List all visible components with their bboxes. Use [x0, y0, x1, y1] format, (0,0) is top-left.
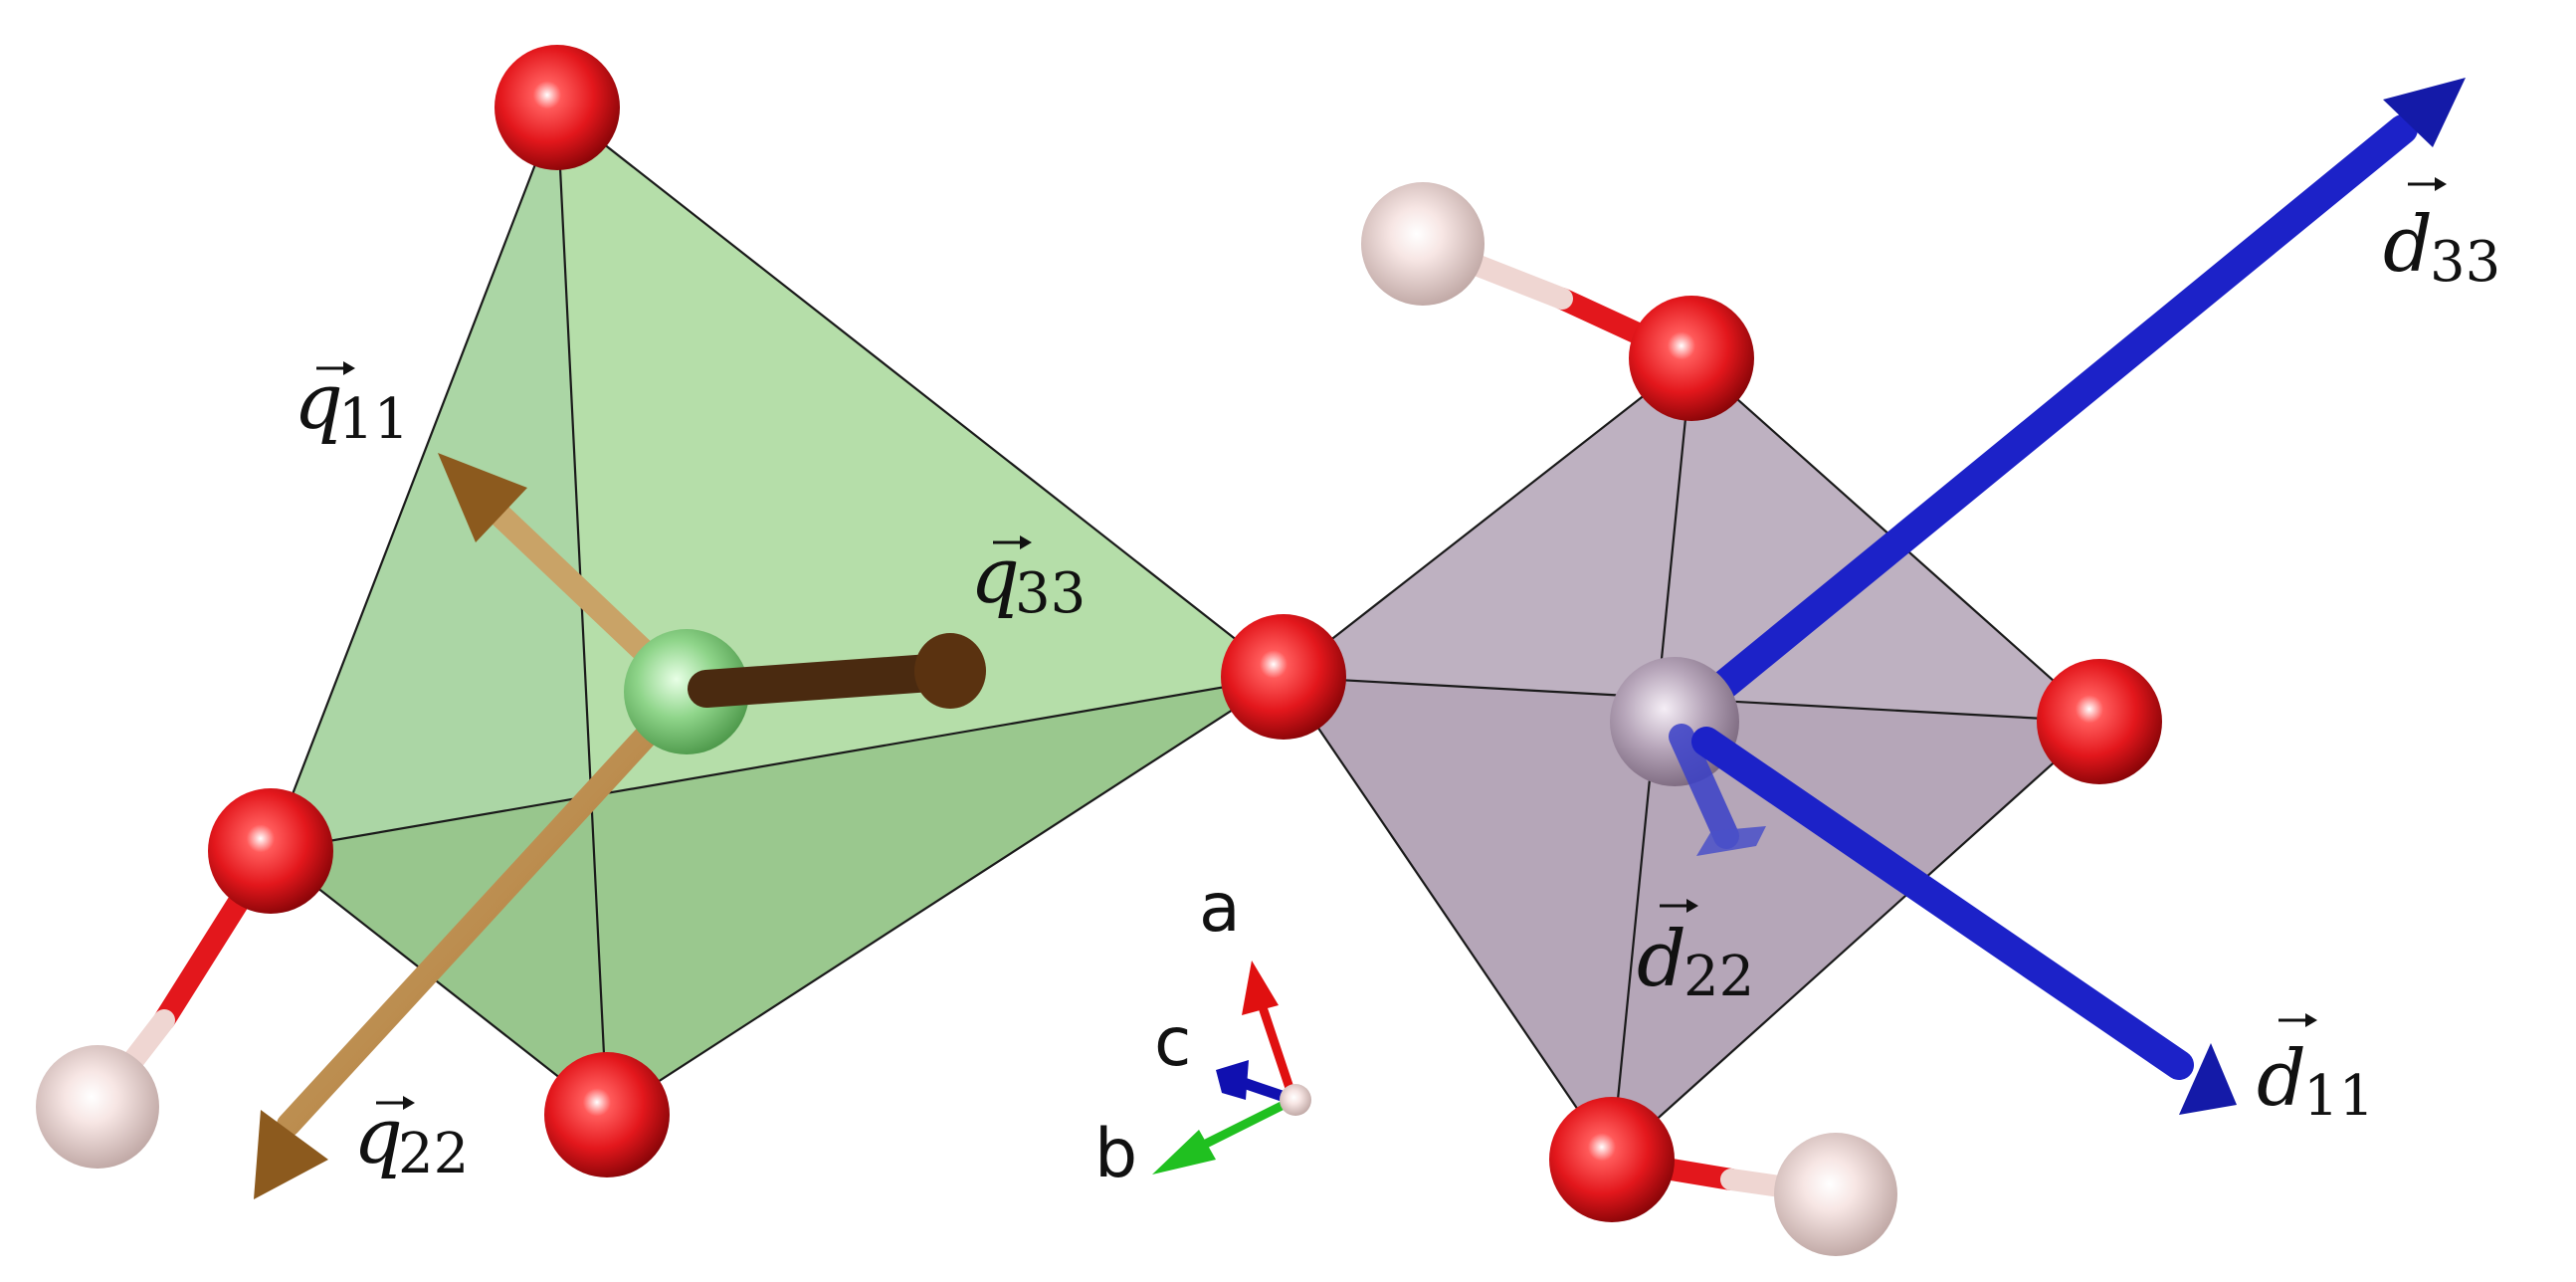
tetrahedron-edges: [269, 105, 1286, 1117]
label-q11: q 11: [294, 357, 409, 452]
octahedron-upper-face: [1284, 358, 2099, 722]
axis-b-label: b: [1094, 1115, 1137, 1193]
label-q33: q 33: [970, 532, 1086, 626]
d33-arrow: [1677, 78, 2466, 727]
q33-arrow: [688, 633, 986, 709]
axis-b-line: [1199, 1095, 1298, 1150]
label-q22: q 22: [353, 1092, 469, 1186]
d22-arrow: [1669, 724, 1766, 856]
octahedron-lower-face: [1284, 677, 2099, 1160]
label-d22: d 22: [1637, 899, 1754, 1009]
oxygen-atom-top: [495, 45, 620, 170]
label-d33-sub: 33: [2430, 230, 2500, 295]
label-d11-letter: d: [2257, 1034, 2306, 1124]
oxygen-atom-shared: [1221, 614, 1346, 740]
d11-arrow: [1691, 727, 2237, 1115]
oxygen-atom-bottom-left: [544, 1052, 670, 1177]
q22-arrow: [254, 680, 698, 1199]
axes-origin: [1280, 1084, 1311, 1116]
label-q33-sub: 33: [1015, 561, 1086, 626]
label-q22-sub: 22: [398, 1122, 469, 1186]
axis-b-arrowhead: [1152, 1130, 1216, 1175]
axis-c-arrowhead: [1216, 1060, 1249, 1100]
axes-triad: a c b: [1094, 869, 1311, 1193]
hydrogen-atoms: [36, 182, 1897, 1256]
axis-a-line: [1259, 1005, 1298, 1105]
oxygen-atom-left: [208, 788, 333, 914]
label-d22-letter: d: [1637, 915, 1686, 1004]
oxygen-atoms: [208, 45, 2162, 1222]
tetrahedron-inner-edge: [270, 675, 1285, 853]
tetrahedron-bottom-face: [271, 677, 1284, 1115]
axis-c-label: c: [1154, 1003, 1191, 1082]
label-q22-letter: q: [353, 1092, 403, 1181]
label-d33: d 33: [2383, 177, 2500, 295]
axis-a-arrowhead: [1242, 961, 1279, 1015]
hydrogen-atom-left: [36, 1045, 159, 1169]
label-q11-letter: q: [294, 357, 343, 447]
tetrahedral-center-atom: [624, 629, 749, 754]
hydrogen-atom-bottom: [1774, 1133, 1897, 1256]
hydrogen-atom-top: [1361, 182, 1485, 306]
label-q33-letter: q: [970, 532, 1020, 621]
label-q11-sub: 11: [338, 387, 409, 452]
oxygen-atom-octa-top: [1629, 296, 1754, 421]
label-d33-letter: d: [2383, 200, 2433, 290]
oxygen-atom-octa-right: [2037, 659, 2162, 784]
label-d11: d 11: [2257, 1013, 2374, 1129]
label-d22-sub: 22: [1684, 945, 1754, 1009]
label-d11-sub: 11: [2303, 1064, 2374, 1129]
axis-a-label: a: [1199, 869, 1241, 948]
oxygen-atom-octa-bottom: [1549, 1097, 1675, 1222]
